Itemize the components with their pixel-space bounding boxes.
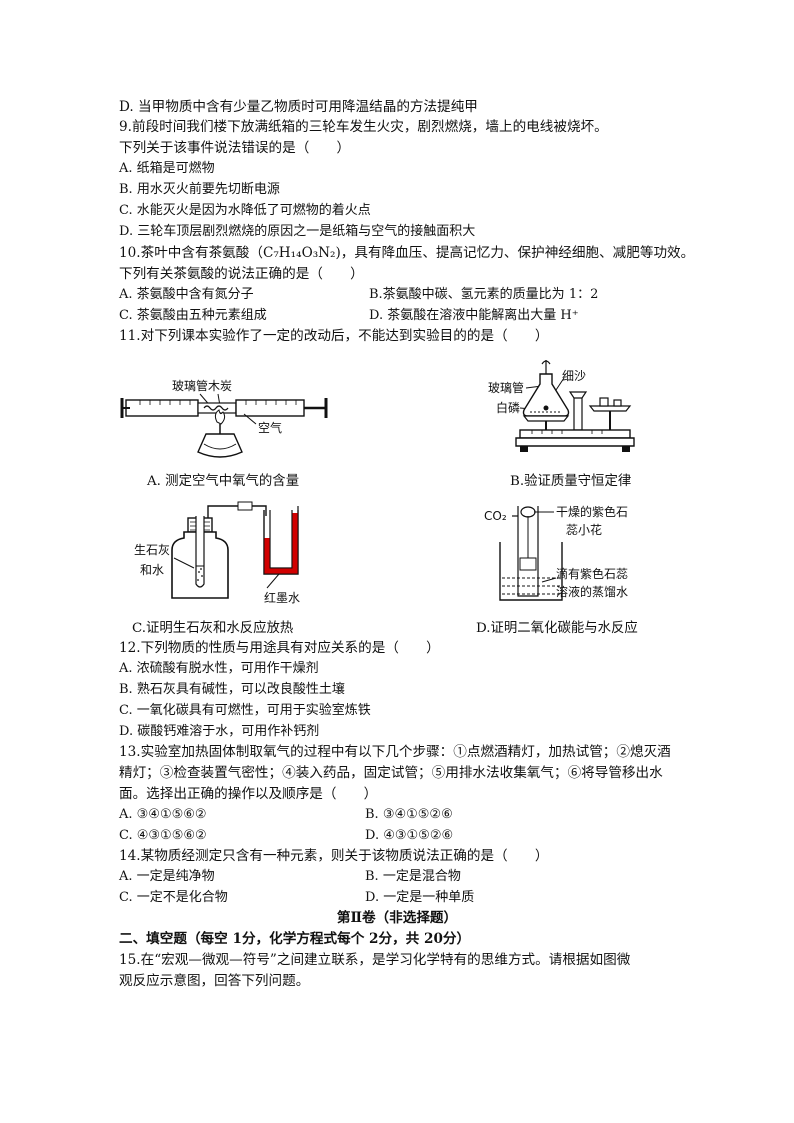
q14-option-c: C. 一定不是化合物 [119,890,228,905]
figure-d-apparatus: CO₂ 干燥的紫色石 蕊小花 滴有紫色石蕊 溶液的蒸馏水 [484,504,628,601]
q11-text: 11.对下列课本实验作了一定的改动后，不能达到实验目的的是（ ） [119,328,549,344]
q8-option-d: D. 当甲物质中含有少量乙物质时可用降温结晶的方法提纯甲 [119,99,478,115]
section-two-heading: 二、填空题（每空 1分，化学方程式每个 2分，共 20分） [119,931,471,947]
figure-a-label-air: 空气 [258,420,282,435]
q10-text: 10.茶叶中含有茶氨酸（C₇H₁₄O₃N₂)，具有降血压、提高记忆力、保护神经细… [119,245,695,261]
q13-text-1: 13.实验室加热固体制取氧气的过程中有以下几个步骤：①点燃酒精灯，加热试管；②熄… [119,744,671,760]
q13-text-3: 面。选择出正确的操作以及顺序是（ ） [119,786,378,802]
figure-b-label-sand: 细沙 [562,369,586,383]
q12-text: 12.下列物质的性质与用途具有对应关系的是（ ） [119,640,440,656]
q10-option-b: B.茶氨酸中碳、氢元素的质量比为 1：2 [369,287,599,302]
figure-b-caption: B.验证质量守恒定律 [510,474,632,489]
q9-stem: 下列关于该事件说法错误的是（ ） [119,140,351,156]
figure-d-label-water1: 滴有紫色石蕊 [556,566,628,581]
figure-d-label-flower1: 干燥的紫色石 [556,504,628,519]
q12-option-d: D. 碳酸钙难溶于水，可用作补钙剂 [119,724,320,739]
q12-option-c: C. 一氧化碳具有可燃性，可用于实验室炼铁 [119,703,371,718]
figure-c-caption: C.证明生石灰和水反应放热 [132,621,294,636]
figure-b-label-tube: 玻璃管 [488,380,524,395]
figure-d-label-flower2: 蕊小花 [566,522,602,537]
figure-c-label-lime: 生石灰 [134,543,170,557]
q15-text-2: 观反应示意图，回答下列问题。 [119,973,310,989]
figure-d-label-water2: 溶液的蒸馏水 [556,584,628,599]
q14-option-a: A. 一定是纯净物 [119,869,215,884]
q14-option-b: B. 一定是混合物 [365,869,461,884]
q13-text-2: 精灯；③检查装置气密性；④装入药品，固定试管；⑤用排水法收集氧气；⑥将导管移出水 [119,765,663,781]
figure-a-caption: A. 测定空气中氧气的含量 [147,474,300,489]
figure-c-apparatus: 生石灰 和水 红墨水 [134,501,300,605]
figure-a-label-carbon: 木炭 [208,379,232,393]
figure-c-label-water: 和水 [140,563,164,577]
q12-option-a: A. 浓硫酸有脱水性，可用作干燥剂 [119,661,319,676]
q9-option-d: D. 三轮车顶层剧烈燃烧的原因之一是纸箱与空气的接触面积大 [119,224,476,239]
q14-text: 14.某物质经测定只含有一种元素，则关于该物质说法正确的是（ ） [119,848,549,864]
q12-option-b: B. 熟石灰具有碱性，可以改良酸性土壤 [119,682,345,697]
figure-a-apparatus: 玻璃管 木炭 空气 [120,378,328,458]
q9-option-b: B. 用水灭火前要先切断电源 [119,182,280,197]
q10-option-c: C. 茶氨酸由五种元素组成 [119,308,267,323]
q13-option-d: D. ④③①⑤②⑥ [365,828,454,843]
q13-option-a: A. ③④①⑤⑥② [119,807,207,822]
q9-option-a: A. 纸箱是可燃物 [119,161,215,176]
figure-d-label-co2: CO₂ [484,509,507,523]
q13-option-c: C. ④③①⑤⑥② [119,828,207,843]
q10-option-a: A. 茶氨酸中含有氮分子 [119,287,254,302]
q13-option-b: B. ③④①⑤②⑥ [365,807,453,822]
q14-option-d: D. 一定是一种单质 [365,890,475,905]
q10-option-d: D. 茶氨酸在溶液中能解离出大量 H⁺ [369,308,579,323]
q9-option-c: C. 水能灭火是因为水降低了可燃物的着火点 [119,203,371,218]
figure-b-label-p: 白磷 [496,400,520,415]
figure-d-caption: D.证明二氧化碳能与水反应 [476,621,638,636]
figure-c-label-ink: 红墨水 [264,590,300,605]
q9-text: 9.前段时间我们楼下放满纸箱的三轮车发生火灾，剧烈燃烧，墙上的电线被烧坏。 [119,119,608,135]
figure-a-label-tube: 玻璃管 [172,378,208,393]
q10-stem: 下列有关茶氨酸的说法正确的是（ ） [119,266,364,282]
part-two-title: 第Ⅱ卷（非选择题） [336,910,458,926]
q15-text-1: 15.在“宏观—微观—符号”之间建立联系，是学习化学特有的思维方式。请根据如图微 [119,952,631,968]
figure-b-apparatus: 玻璃管 白磷 细沙 [488,360,635,452]
